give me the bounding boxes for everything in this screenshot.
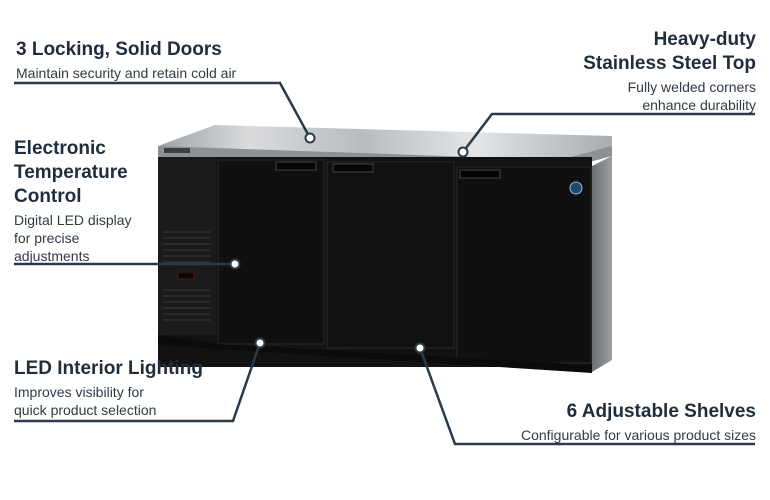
door-handle-3 [459,169,501,179]
callout-led-lighting: LED Interior Lighting Improves visibilit… [14,357,203,419]
brand-plate [164,148,190,153]
hotspot-lighting-icon [254,337,266,349]
hotspot-top-icon [457,146,469,158]
callout-temperature-control: Electronic Temperature Control Digital L… [14,137,132,265]
callout-temp-text-line1: Digital LED display [14,212,132,228]
door-handle-1 [275,161,317,171]
callout-lighting-title: LED Interior Lighting [14,358,203,379]
callout-adjustable-shelves: 6 Adjustable Shelves Configurable for va… [521,400,756,444]
callout-shelves-text: Configurable for various product sizes [520,427,756,443]
leader-line-doors [14,81,312,139]
callout-temp-title-line2: Temperature [14,162,128,183]
vent-grille [163,231,211,321]
cabinet-side-panel [592,156,612,372]
callout-top-text-line2: enhance durability [642,97,756,113]
leader-line-top [462,112,755,153]
callout-stainless-top: Heavy-duty Stainless Steel Top Fully wel… [583,28,756,114]
callout-temp-title-line1: Electronic [14,138,106,159]
led-temperature-display [177,271,195,280]
callout-temp-text-line3: adjustments [14,248,90,264]
callout-shelves-title: 6 Adjustable Shelves [566,401,756,422]
door-handle-2 [332,163,374,173]
hotspot-temperature-icon [229,258,241,270]
door-3 [456,166,592,364]
hotspot-shelves-icon [414,342,426,354]
compressor-section [158,157,216,335]
hotspot-doors-icon [304,132,316,144]
callout-lighting-text-line2: quick product selection [14,402,157,418]
leader-line-lighting [14,342,262,423]
callout-doors-title: 3 Locking, Solid Doors [16,39,222,60]
door-2 [326,161,455,349]
callout-doors-text: Maintain security and retain cold air [16,65,237,81]
callout-temp-text-line2: for precise [14,230,80,246]
callout-lighting-text-line1: Improves visibility for [14,384,144,400]
leader-line-shelves [418,347,755,446]
leader-lines [14,81,755,446]
callout-temp-title-line3: Control [14,186,82,207]
brand-badge-icon [569,181,583,195]
callout-locking-doors: 3 Locking, Solid Doors Maintain security… [16,38,236,82]
door-1 [217,159,325,345]
callout-top-title-line1: Heavy-duty [653,29,756,50]
cabinet-base [158,335,592,373]
callout-top-text-line1: Fully welded corners [627,79,756,95]
callout-top-title-line2: Stainless Steel Top [583,53,756,74]
